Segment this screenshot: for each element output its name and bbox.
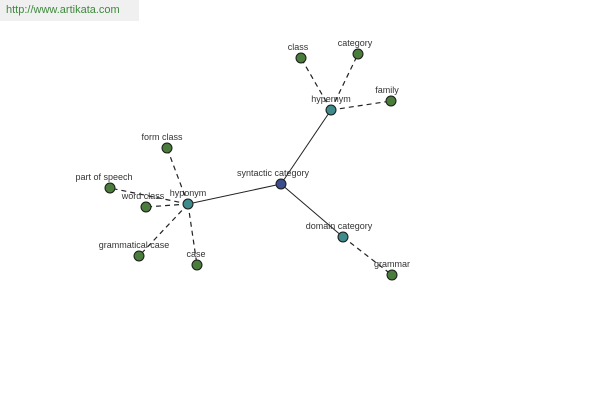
edge-syntactic-category-to-hyponym (187, 183, 282, 205)
edge-hypernym-to-class (300, 57, 332, 111)
node-label-form-class: form class (141, 132, 183, 142)
edge-hyponym-to-form-class (166, 147, 189, 205)
node-grammar[interactable] (386, 269, 398, 281)
node-word-class[interactable] (140, 201, 152, 213)
node-label-grammatical-case: grammatical case (99, 240, 170, 250)
edge-syntactic-category-to-hypernym (280, 109, 332, 185)
node-family[interactable] (385, 95, 397, 107)
node-label-domain-category: domain category (306, 221, 373, 231)
node-label-hyponym: hyponym (170, 188, 207, 198)
node-class[interactable] (295, 52, 307, 64)
node-category[interactable] (352, 48, 364, 60)
edges-layer (109, 53, 393, 276)
node-case[interactable] (191, 259, 203, 271)
edge-hypernym-to-family (330, 100, 392, 111)
site-url-watermark: http://www.artikata.com (0, 0, 139, 21)
node-label-word-class: word class (121, 191, 165, 201)
node-hyponym[interactable] (182, 198, 194, 210)
node-label-grammar: grammar (374, 259, 410, 269)
node-syntactic-category[interactable] (275, 178, 287, 190)
edge-hyponym-to-case (187, 203, 198, 266)
edge-hypernym-to-category (330, 53, 359, 111)
node-hypernym[interactable] (325, 104, 337, 116)
edge-hyponym-to-grammatical-case (138, 203, 189, 257)
node-label-syntactic-category: syntactic category (237, 168, 310, 178)
node-part-of-speech[interactable] (104, 182, 116, 194)
node-label-case: case (186, 249, 205, 259)
nodes-layer (104, 48, 398, 281)
edge-domain-category-to-grammar (342, 236, 393, 276)
node-domain-category[interactable] (337, 231, 349, 243)
node-label-hypernym: hypernym (311, 94, 351, 104)
edge-hyponym-to-word-class (145, 203, 189, 208)
labels-layer: syntactic category hypernym hyponym domain … (75, 38, 410, 269)
node-label-category: category (338, 38, 373, 48)
node-grammatical-case[interactable] (133, 250, 145, 262)
node-form-class[interactable] (161, 142, 173, 154)
node-label-part-of-speech: part of speech (75, 172, 132, 182)
node-label-class: class (288, 42, 309, 52)
edge-hyponym-to-part-of-speech (109, 187, 189, 205)
edge-syntactic-category-to-domain-category (280, 183, 344, 238)
node-label-family: family (375, 85, 399, 95)
